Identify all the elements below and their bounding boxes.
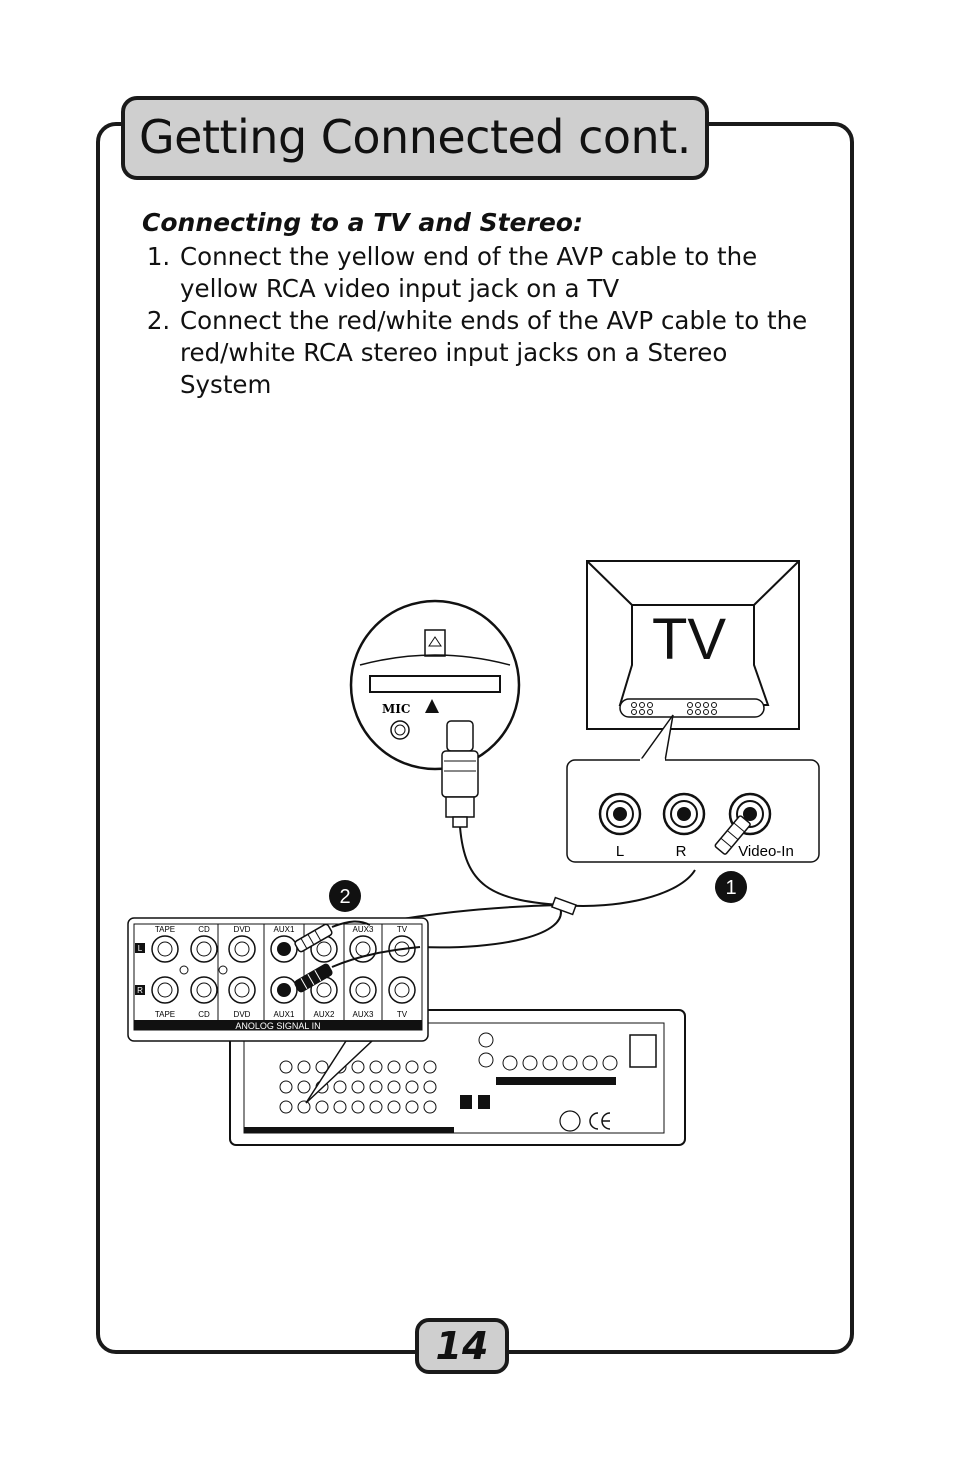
tv-illustration: TV xyxy=(586,560,800,762)
bottom-label-aux1: AUX1 xyxy=(274,1010,295,1019)
steps-list: Connect the yellow end of the AVP cable … xyxy=(142,241,822,401)
av-cable xyxy=(367,826,696,949)
bottom-label-dvd: DVD xyxy=(234,1010,251,1019)
top-label-dvd: DVD xyxy=(234,925,251,934)
callout-1: 1 xyxy=(715,871,747,903)
section-heading: Connecting to a TV and Stereo: xyxy=(142,208,583,237)
top-label-cd: CD xyxy=(198,925,210,934)
instructions: Connecting to a TV and Stereo: Connect t… xyxy=(142,208,822,401)
callout-2-label: 2 xyxy=(339,886,350,908)
step-2: Connect the red/white ends of the AVP ca… xyxy=(178,305,822,401)
jack-label-l: L xyxy=(616,843,624,860)
receiver-zoom-panel: ANOLOG SIGNAL IN TAPE CD DVD AUX1 AUX3 T… xyxy=(127,917,429,1042)
callout-2: 2 xyxy=(329,880,361,912)
av-plug xyxy=(441,720,479,828)
page-number: 14 xyxy=(435,1324,489,1368)
page-title: Getting Connected cont. xyxy=(139,110,691,164)
jack-label-r: R xyxy=(676,843,687,860)
bottom-label-tv: TV xyxy=(397,1010,408,1019)
tv-label: TV xyxy=(652,607,726,672)
jack-label-video-in: Video-In xyxy=(738,843,794,860)
top-label-tape: TAPE xyxy=(155,925,175,934)
connection-diagram: TV L R Video-In xyxy=(127,560,820,1146)
tv-jack-panel: L R Video-In xyxy=(566,758,820,863)
top-label-tv: TV xyxy=(397,925,408,934)
top-label-aux1: AUX1 xyxy=(274,925,295,934)
jack-l xyxy=(598,792,642,836)
mic-device: MIC xyxy=(349,599,521,828)
bottom-label-aux3: AUX3 xyxy=(353,1010,374,1019)
bottom-label-tape: TAPE xyxy=(155,1010,175,1019)
channel-l-label: L xyxy=(138,944,143,953)
title-tab: Getting Connected cont. xyxy=(121,96,709,180)
callout-1-label: 1 xyxy=(725,877,736,899)
analog-signal-label: ANOLOG SIGNAL IN xyxy=(235,1021,320,1031)
channel-r-label: R xyxy=(137,986,143,995)
step-1: Connect the yellow end of the AVP cable … xyxy=(178,241,822,305)
top-label-aux3: AUX3 xyxy=(353,925,374,934)
mic-label: MIC xyxy=(382,702,410,716)
bottom-label-aux2: AUX2 xyxy=(314,1010,335,1019)
jack-r xyxy=(662,792,706,836)
bottom-label-cd: CD xyxy=(198,1010,210,1019)
video-plug xyxy=(714,815,751,855)
rca-plugs xyxy=(294,920,421,993)
page-number-tab: 14 xyxy=(415,1318,509,1374)
